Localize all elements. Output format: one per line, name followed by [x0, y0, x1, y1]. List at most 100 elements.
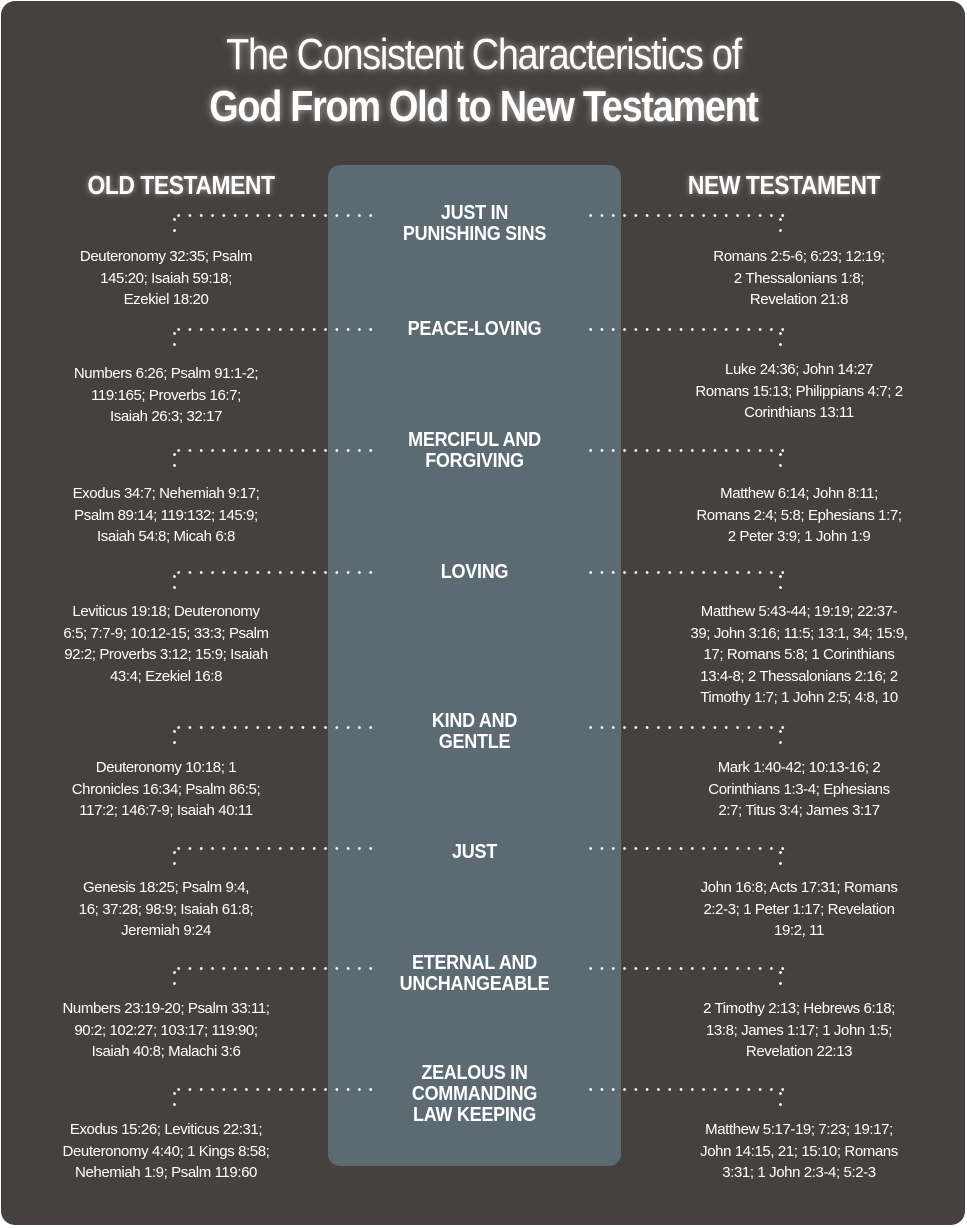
ref-line: 13:8; James 1:17; 1 John 1:5; — [705, 1021, 893, 1039]
trait-merciful-and-forgiving: MERCIFUL AND FORGIVING — [328, 430, 621, 472]
ref-line: Romans 15:13; Philippians 4:7; 2 — [695, 382, 903, 400]
old-dot-leader — [173, 449, 373, 452]
ref-line: Mark 1:40-42; 10:13-16; 2 — [717, 759, 881, 776]
old-dot-drop — [173, 571, 176, 597]
old-dot-leader — [173, 847, 373, 850]
ref-line: Corinthians 13:11 — [744, 404, 854, 421]
old-dot-leader — [173, 967, 373, 970]
ref-line: Deuteronomy 32:35; Psalm — [79, 248, 253, 265]
old-references: Leviticus 19:18; Deuteronomy 6:5; 7:7-9;… — [26, 601, 306, 687]
ref-line: Luke 24:36; John 14:27 — [725, 361, 873, 378]
ref-line: Isaiah 54:8; Micah 6:8 — [97, 528, 235, 545]
old-dot-drop — [173, 726, 176, 752]
title-line-1: The Consistent Characteristics of — [226, 30, 742, 79]
new-dot-drop — [779, 1088, 782, 1114]
ref-line: Chronicles 16:34; Psalm 86:5; — [71, 780, 261, 798]
trait-line: COMMANDING — [411, 1083, 538, 1105]
new-dot-leader — [585, 449, 785, 452]
old-references: Numbers 6:26; Psalm 91:1-2; 119:165; Pro… — [26, 363, 306, 428]
ref-line: Matthew 5:43-44; 19:19; 22:37- — [700, 603, 898, 620]
ref-line: Romans 2:5-6; 6:23; 12:19; — [713, 248, 885, 265]
ref-line: John 16:8; Acts 17:31; Romans — [700, 879, 898, 896]
new-dot-drop — [779, 214, 782, 240]
trait-line: KIND AND — [431, 710, 518, 732]
old-references: Deuteronomy 10:18; 1 Chronicles 16:34; P… — [26, 757, 306, 822]
old-references: Exodus 34:7; Nehemiah 9:17; Psalm 89:14;… — [26, 483, 306, 548]
new-references: John 16:8; Acts 17:31; Romans 2:2-3; 1 P… — [659, 877, 939, 942]
trait-line: UNCHANGEABLE — [399, 973, 550, 995]
new-references: 2 Timothy 2:13; Hebrews 6:18; 13:8; Jame… — [659, 998, 939, 1063]
trait-just: JUST — [328, 842, 621, 863]
new-dot-leader — [585, 328, 785, 331]
new-references: Romans 2:5-6; 6:23; 12:19; 2 Thessalonia… — [659, 246, 939, 311]
new-testament-heading: NEW TESTAMENT — [687, 170, 881, 200]
trait-kind-and-gentle: KIND AND GENTLE — [328, 711, 621, 753]
old-dot-drop — [173, 847, 176, 873]
trait-line: PEACE-LOVING — [407, 318, 542, 340]
old-dot-leader — [173, 571, 373, 574]
ref-line: Corinthians 1:3-4; Ephesians — [708, 780, 890, 798]
new-dot-leader — [585, 967, 785, 970]
ref-line: Revelation 22:13 — [745, 1043, 853, 1060]
new-dot-drop — [779, 571, 782, 597]
ref-line: 43:4; Ezekiel 16:8 — [109, 667, 223, 685]
trait-line: LAW KEEPING — [412, 1104, 537, 1126]
old-dot-drop — [173, 214, 176, 240]
ref-line: 92:2; Proverbs 3:12; 15:9; Isaiah — [64, 646, 268, 663]
new-dot-drop — [779, 726, 782, 752]
ref-line: 145:20; Isaiah 59:18; — [100, 269, 232, 287]
ref-line: Isaiah 40:8; Malachi 3:6 — [91, 1043, 241, 1060]
ref-line: Psalm 89:14; 119:132; 145:9; — [74, 506, 258, 524]
ref-line: Exodus 34:7; Nehemiah 9:17; — [72, 485, 260, 502]
old-dot-leader — [173, 328, 373, 331]
old-dot-drop — [173, 1088, 176, 1114]
trait-line: LOVING — [440, 561, 509, 583]
ref-line: 2 Thessalonians 1:8; — [733, 269, 865, 287]
new-dot-leader — [585, 847, 785, 850]
ref-line: Nehemiah 1:9; Psalm 119:60 — [75, 1164, 257, 1181]
ref-line: 90:2; 102:27; 103:17; 119:90; — [74, 1021, 258, 1039]
ref-line: 2:7; Titus 3:4; James 3:17 — [718, 802, 880, 819]
trait-line: FORGIVING — [425, 450, 524, 472]
trait-line: GENTLE — [438, 731, 511, 753]
ref-line: Ezekiel 18:20 — [123, 291, 209, 308]
trait-eternal-and-unchangeable: ETERNAL AND UNCHANGEABLE — [328, 953, 621, 995]
new-dot-drop — [779, 847, 782, 873]
ref-line: 117:2; 146:7-9; Isaiah 40:11 — [79, 802, 253, 819]
ref-line: Deuteronomy 10:18; 1 — [95, 759, 237, 776]
old-dot-drop — [173, 449, 176, 475]
new-references: Luke 24:36; John 14:27 Romans 15:13; Phi… — [659, 359, 939, 424]
ref-line: 17; Romans 5:8; 1 Corinthians — [703, 646, 895, 663]
ref-line: Genesis 18:25; Psalm 9:4, — [83, 879, 249, 896]
ref-line: Romans 2:4; 5:8; Ephesians 1:7; — [696, 506, 902, 524]
new-dot-drop — [779, 328, 782, 354]
ref-line: 16; 37:28; 98:9; Isaiah 61:8; — [78, 900, 254, 918]
ref-line: 3:31; 1 John 2:3-4; 5:2-3 — [722, 1164, 876, 1181]
ref-line: Leviticus 19:18; Deuteronomy — [72, 603, 260, 620]
new-dot-leader — [585, 1088, 785, 1091]
old-references: Exodus 15:26; Leviticus 22:31; Deuterono… — [26, 1119, 306, 1184]
trait-line: JUST IN — [440, 202, 509, 224]
new-dot-drop — [779, 449, 782, 475]
new-references: Matthew 6:14; John 8:11; Romans 2:4; 5:8… — [659, 483, 939, 548]
new-dot-leader — [585, 214, 785, 217]
ref-line: 19:2, 11 — [774, 922, 824, 939]
ref-line: 2 Timothy 2:13; Hebrews 6:18; — [703, 1000, 895, 1017]
trait-loving: LOVING — [328, 562, 621, 583]
old-references: Deuteronomy 32:35; Psalm 145:20; Isaiah … — [26, 246, 306, 311]
title-line-2: God From Old to New Testament — [209, 82, 759, 131]
ref-line: 2 Peter 3:9; 1 John 1:9 — [727, 528, 871, 545]
old-references: Numbers 23:19-20; Psalm 33:11; 90:2; 102… — [26, 998, 306, 1063]
trait-line: PUNISHING SINS — [402, 223, 547, 245]
ref-line: Deuteronomy 4:40; 1 Kings 8:58; — [62, 1142, 270, 1160]
ref-line: Jeremiah 9:24 — [121, 922, 211, 939]
old-dot-drop — [173, 967, 176, 993]
trait-just-in-punishing-sins: JUST IN PUNISHING SINS — [328, 203, 621, 245]
ref-line: Exodus 15:26; Leviticus 22:31; — [69, 1121, 263, 1138]
center-traits-panel — [328, 165, 621, 1166]
ref-line: John 14:15, 21; 15:10; Romans — [700, 1142, 898, 1160]
ref-line: Numbers 6:26; Psalm 91:1-2; — [73, 365, 259, 382]
old-dot-leader — [173, 214, 373, 217]
trait-zealous-in-commanding-law-keeping: ZEALOUS IN COMMANDING LAW KEEPING — [328, 1063, 621, 1126]
ref-line: Numbers 23:19-20; Psalm 33:11; — [62, 1000, 270, 1017]
